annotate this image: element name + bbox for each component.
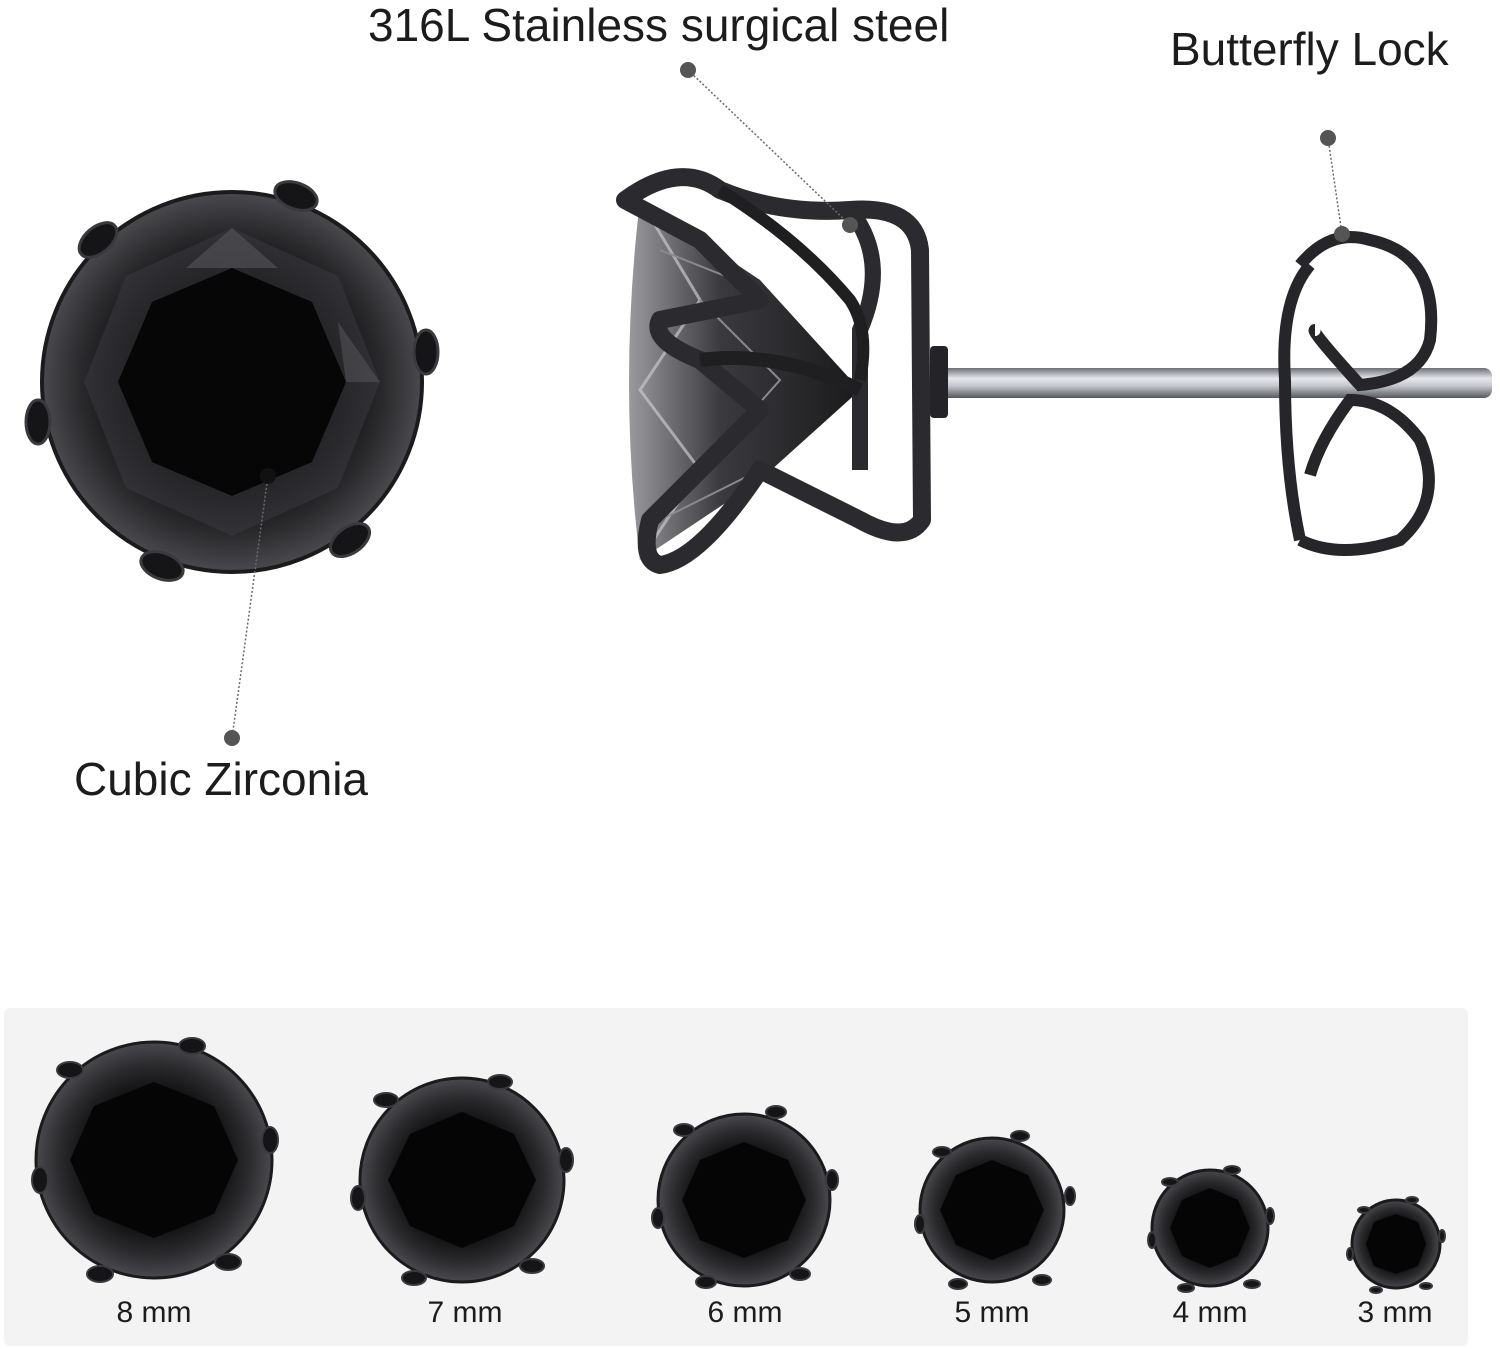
- lock-callout-label: Butterfly Lock: [1170, 23, 1449, 75]
- stone-7mm: [350, 1074, 574, 1286]
- size-label-6mm: 6 mm: [707, 1296, 783, 1329]
- size-label-7mm: 7 mm: [427, 1296, 503, 1329]
- size-label-3mm: 3 mm: [1357, 1296, 1433, 1329]
- stone-4mm: [1147, 1165, 1275, 1293]
- callout-leaders: [224, 62, 1350, 746]
- size-label-4mm: 4 mm: [1172, 1296, 1248, 1329]
- stone-5mm: [914, 1130, 1076, 1290]
- material-callout-label: 316L Stainless surgical steel: [368, 0, 950, 51]
- large-stone-top-view: [24, 180, 440, 582]
- size-stones: [31, 1037, 1446, 1294]
- stone-6mm: [651, 1105, 839, 1289]
- stone-callout-label: Cubic Zirconia: [74, 753, 368, 805]
- stone-8mm: [31, 1037, 279, 1283]
- size-label-8mm: 8 mm: [116, 1296, 192, 1329]
- earring-side-view: [616, 168, 1492, 574]
- size-label-5mm: 5 mm: [954, 1296, 1030, 1329]
- stone-3mm: [1346, 1196, 1446, 1294]
